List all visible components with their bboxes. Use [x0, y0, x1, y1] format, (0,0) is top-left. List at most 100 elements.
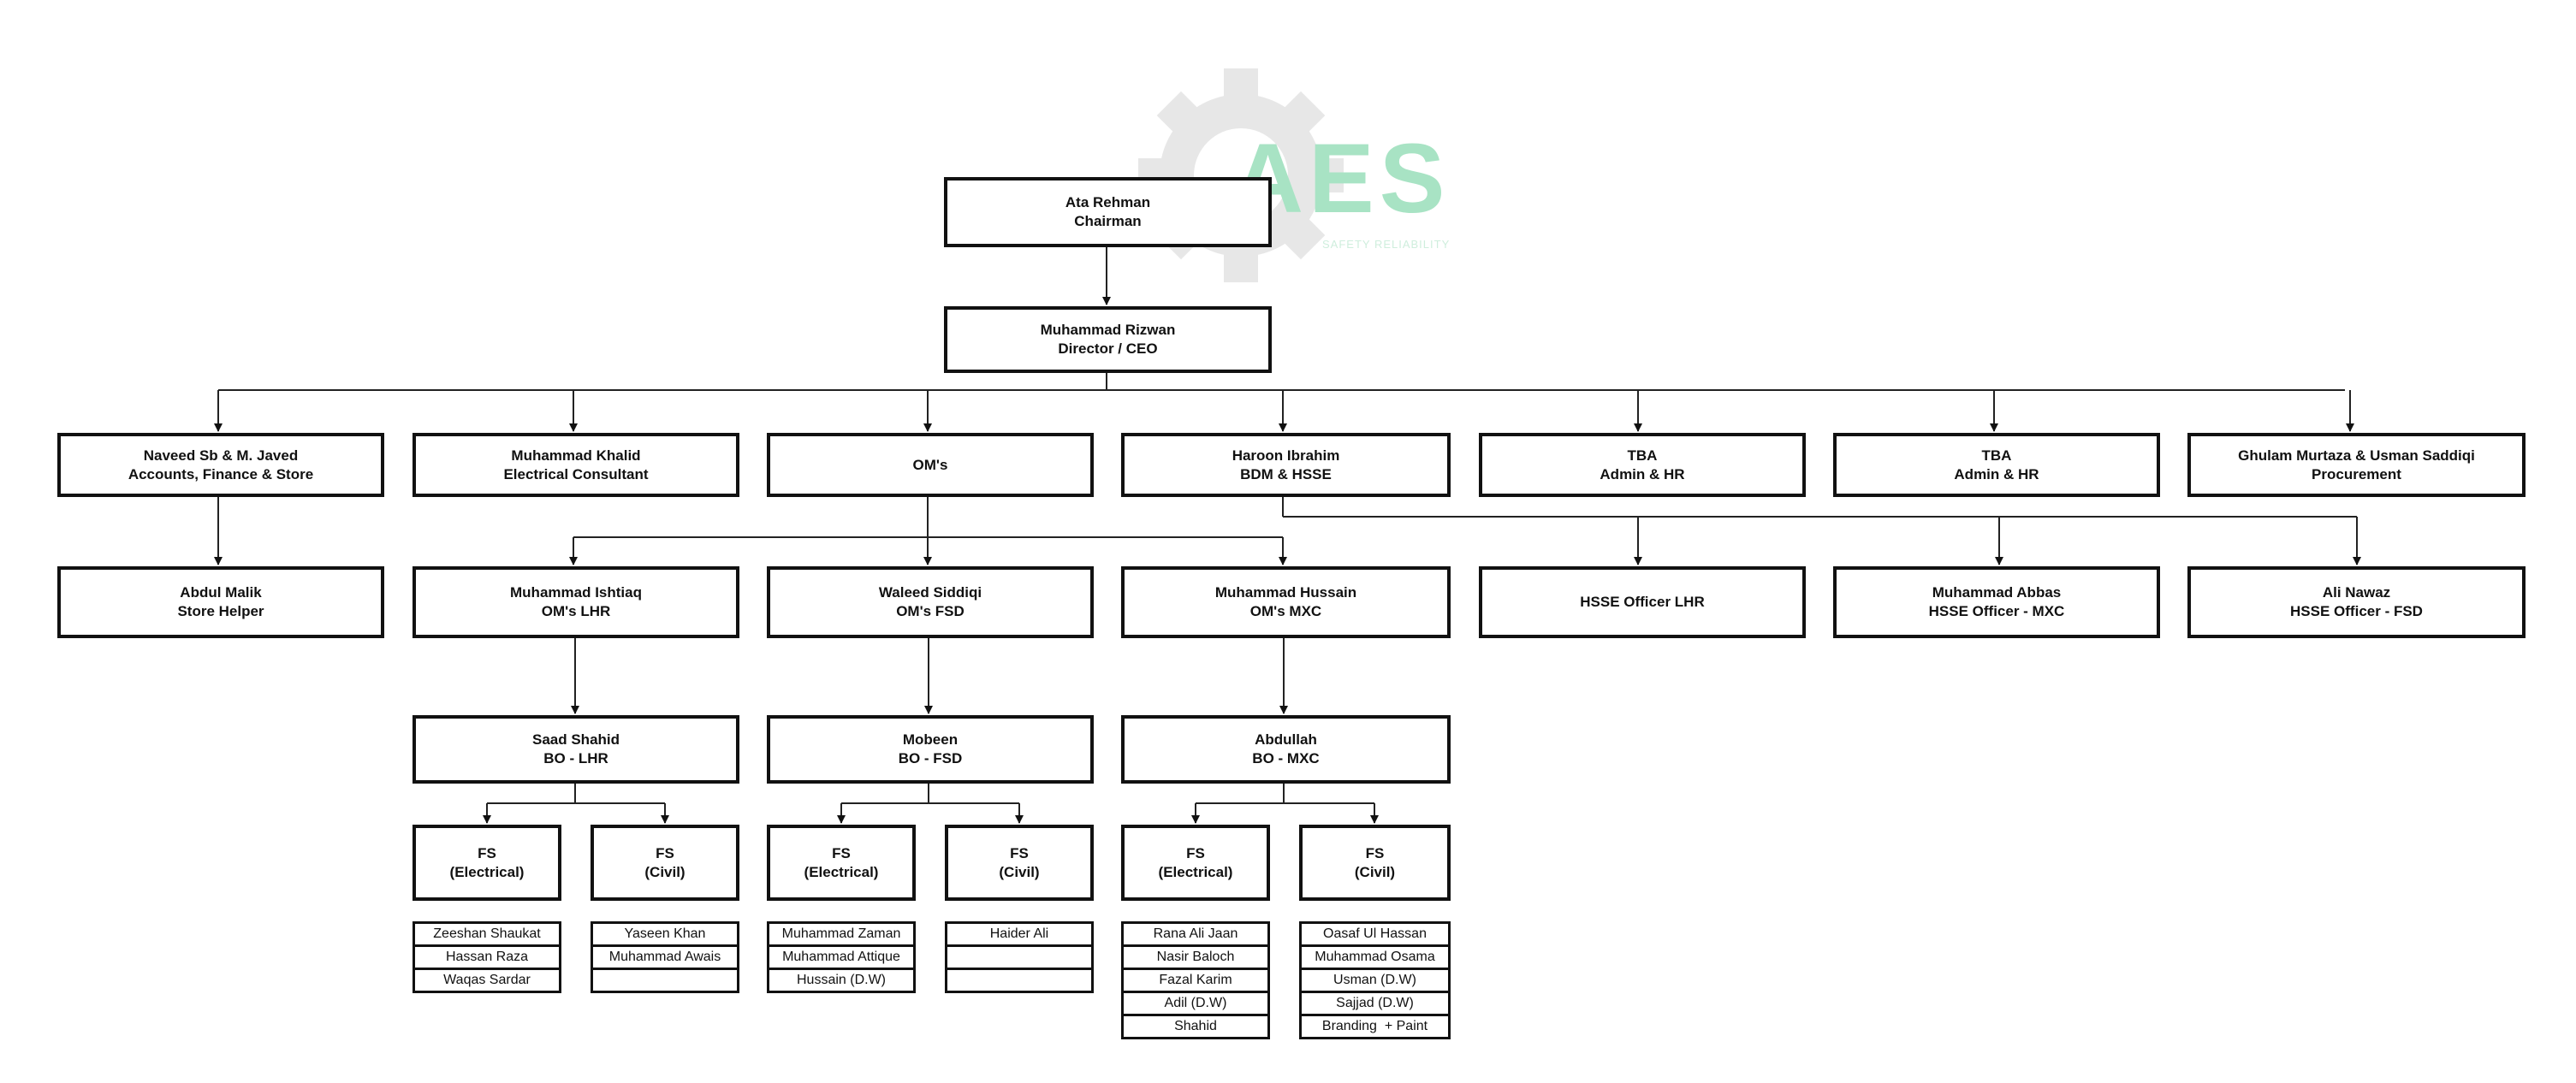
node-name: Haroon Ibrahim — [1232, 447, 1340, 464]
node-role: BO - LHR — [543, 750, 608, 766]
node-label: FS(Civil) — [644, 844, 685, 882]
watermark-tagline: SAFETY RELIABILITY — [1322, 238, 1450, 251]
node-label: Mobeen BO - FSD — [899, 731, 963, 768]
oms-box: OM's — [767, 433, 1094, 497]
node-role: Electrical Consultant — [503, 465, 649, 482]
node-role: HSSE Officer - MXC — [1928, 603, 2065, 619]
node-name: TBA — [1981, 447, 2012, 464]
fs-fsd-civil-box: FS(Civil) — [945, 825, 1094, 901]
node-role: BDM & HSSE — [1240, 465, 1332, 482]
node-role: OM's FSD — [896, 603, 965, 619]
node-name: Muhammad Abbas — [1932, 584, 2062, 601]
node-name: Ghulam Murtaza & Usman Saddiqi — [2238, 447, 2475, 464]
node-role: BO - MXC — [1252, 750, 1320, 766]
bo-mxc-box: Abdullah BO - MXC — [1121, 715, 1451, 784]
node-label: FS (Electrical) — [1159, 844, 1233, 882]
node-name: FS — [832, 844, 851, 861]
node-name: FS — [478, 844, 496, 861]
bo-fsd-box: Mobeen BO - FSD — [767, 715, 1094, 784]
node-role: (Electrical) — [1158, 863, 1233, 880]
staff-cell: Muhammad Attique — [767, 944, 916, 970]
staff-cell — [591, 968, 739, 993]
node-label: FS (Electrical) — [804, 844, 879, 882]
node-role: Store Helper — [177, 603, 264, 619]
node-role: BO - FSD — [898, 750, 963, 766]
staff-cell: Muhammad Zaman — [767, 921, 916, 947]
node-name: FS — [1010, 844, 1029, 861]
node-name: TBA — [1627, 447, 1658, 464]
node-label: FS(Civil) — [999, 844, 1039, 882]
node-label: FS (Civil) — [1355, 844, 1395, 882]
staff-cell: Adil (D.W) — [1121, 991, 1270, 1016]
node-role: Procurement — [2312, 465, 2401, 482]
node-role: (Electrical) — [804, 863, 879, 880]
staff-cell: Haider Ali — [945, 921, 1094, 947]
staff-cell: Nasir Baloch — [1121, 944, 1270, 970]
node-name: Muhammad Khalid — [511, 447, 641, 464]
node-name: Saad Shahid — [531, 731, 620, 748]
staff-cell: Fazal Karim — [1121, 968, 1270, 993]
node-name: FS — [656, 844, 674, 861]
staff-cell: Rana Ali Jaan — [1121, 921, 1270, 947]
fs-lhr-civil-box: FS(Civil) — [591, 825, 739, 901]
node-name: Muhammad Ishtiaq — [510, 584, 642, 601]
staff-cell: Muhammad Awais — [591, 944, 739, 970]
node-name: FS — [1365, 844, 1385, 861]
node-name: Abdullah — [1255, 731, 1317, 748]
fs-fsd-electrical-box: FS (Electrical) — [767, 825, 916, 901]
node-role: Admin & HR — [1954, 465, 2039, 482]
node-role: HSSE Officer - FSD — [2290, 603, 2423, 619]
staff-cell: Waqas Sardar — [413, 968, 561, 993]
staff-cell: Hussain (D.W) — [767, 968, 916, 993]
staff-cell: Branding + Paint — [1299, 1014, 1451, 1039]
node-name: Ali Nawaz — [2322, 584, 2391, 601]
fs-mxc-electrical-box: FS (Electrical) — [1121, 825, 1270, 901]
node-name: Muhammad Rizwan — [1040, 322, 1176, 338]
node-label: OM's — [913, 456, 948, 475]
node-label: HSSE Officer LHR — [1580, 593, 1704, 612]
node-label: FS (Electrical) — [450, 844, 525, 882]
staff-cell: Sajjad (D.W) — [1299, 991, 1451, 1016]
staff-cell: Shahid — [1121, 1014, 1270, 1039]
node-name: Mobeen — [902, 731, 959, 748]
node-role: Accounts, Finance & Store — [128, 465, 314, 482]
fs-lhr-electrical-box: FS (Electrical) — [413, 825, 561, 901]
node-label: Saad Shahid BO - LHR — [532, 731, 620, 768]
node-name: HSSE Officer LHR — [1580, 594, 1705, 610]
node-role: (Civil) — [1354, 863, 1396, 880]
staff-cell: Oasaf Ul Hassan — [1299, 921, 1451, 947]
node-name: Muhammad Hussain — [1214, 584, 1357, 601]
node-role: (Electrical) — [449, 863, 525, 880]
fs-mxc-civil-box: FS (Civil) — [1299, 825, 1451, 901]
node-name: FS — [1186, 844, 1205, 861]
staff-cell: Yaseen Khan — [591, 921, 739, 947]
staff-cell: Usman (D.W) — [1299, 968, 1451, 993]
node-name: Abdul Malik — [180, 584, 262, 601]
node-label: Abdullah BO - MXC — [1252, 731, 1319, 768]
node-name: Waleed Siddiqi — [878, 584, 982, 601]
node-name: Ata Rehman — [1065, 194, 1151, 210]
